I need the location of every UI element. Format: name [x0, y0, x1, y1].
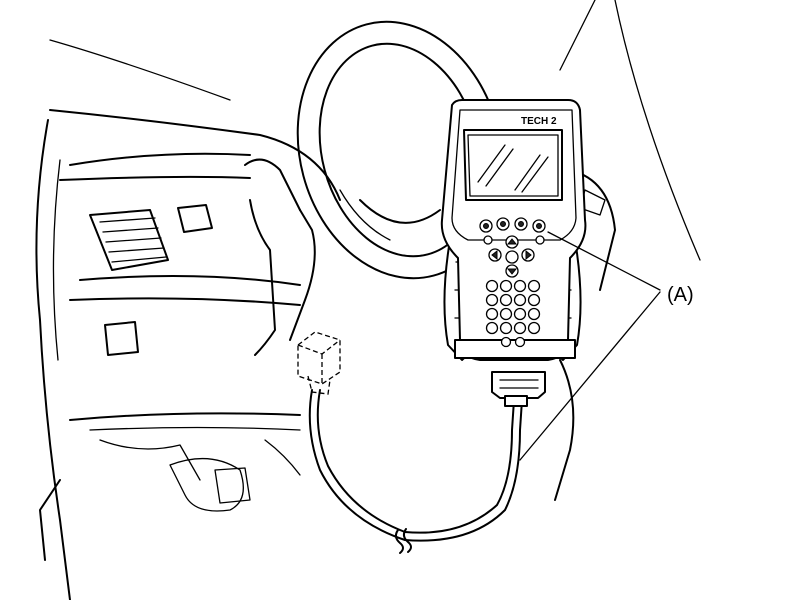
callout-a: (A) [519, 231, 694, 461]
keypad [485, 279, 541, 348]
dlc-connector [297, 331, 341, 395]
callout-label: (A) [667, 284, 694, 306]
navigation-keys [483, 235, 545, 278]
leader-line-upper [547, 231, 661, 291]
leader-line-lower [519, 291, 661, 461]
tool-brand-label: TECH 2 [521, 116, 557, 127]
tool-screen [463, 129, 563, 201]
dlc-cable [308, 389, 523, 554]
tech2-scan-tool: TECH 2 [440, 99, 587, 407]
function-keys [479, 217, 546, 233]
tool-cable-connector [491, 371, 546, 407]
car-interior [35, 0, 701, 600]
